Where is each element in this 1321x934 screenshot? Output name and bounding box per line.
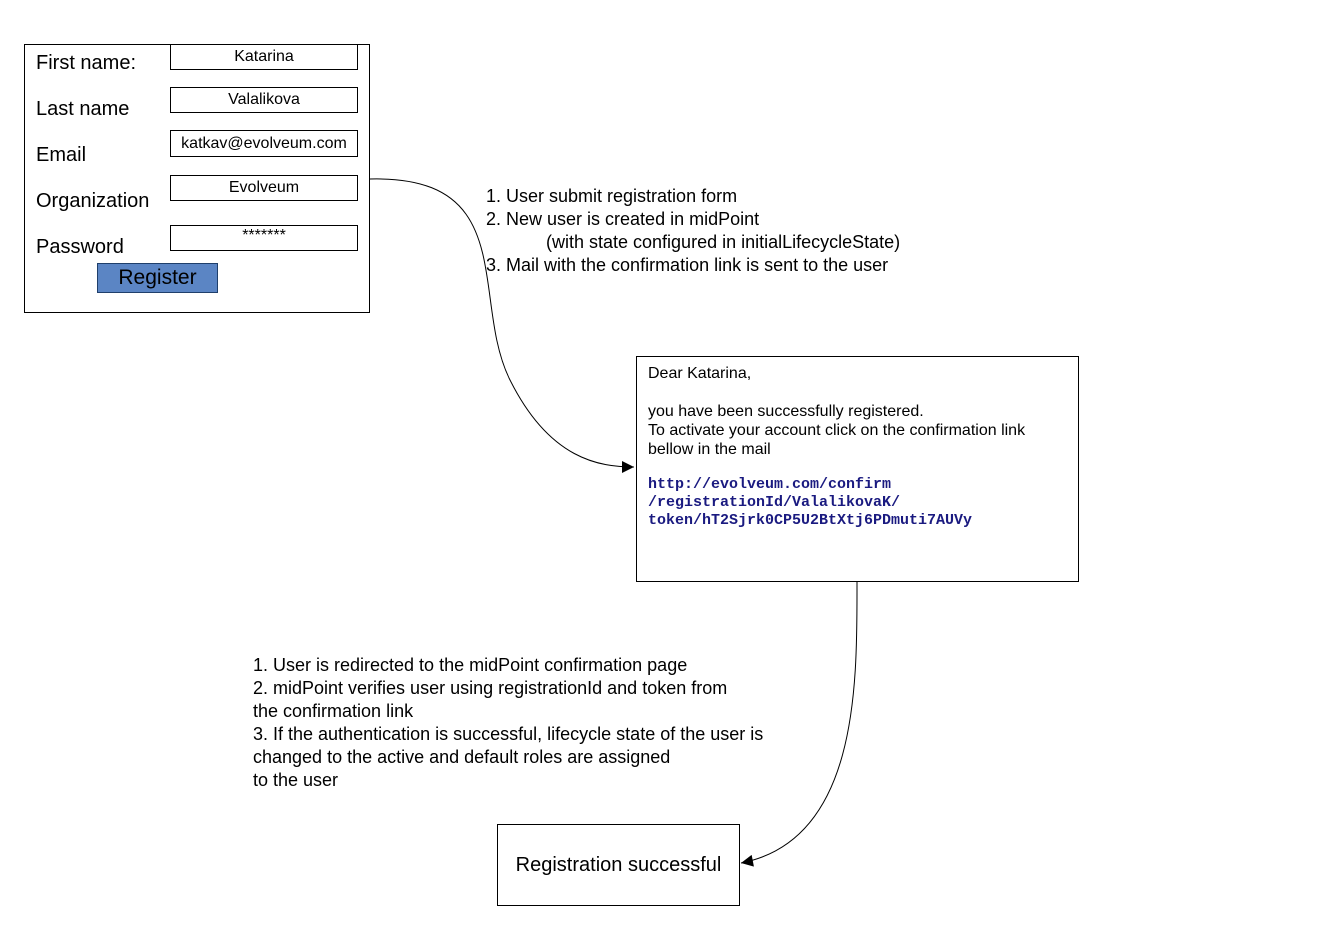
first-name-field[interactable]: Katarina: [170, 44, 358, 70]
confirmation-step-3: 3. If the authentication is successful, …: [253, 724, 764, 744]
mail-body-line-1: you have been successfully registered.: [648, 403, 924, 420]
mail-body-line-3: bellow in the mail: [648, 441, 771, 458]
mail-body: you have been successfully registered. T…: [648, 402, 1025, 459]
confirmation-step-2-cont: the confirmation link: [253, 701, 414, 721]
organization-label: Organization: [36, 190, 150, 212]
confirmation-steps: 1. User is redirected to the midPoint co…: [253, 654, 763, 792]
email-field[interactable]: katkav@evolveum.com: [170, 130, 358, 157]
confirmation-mail: [636, 356, 1079, 582]
confirmation-link[interactable]: http://evolveum.com/confirm /registratio…: [648, 476, 972, 530]
confirmation-step-3-end: to the user: [253, 770, 339, 790]
confirmation-link-line-1[interactable]: http://evolveum.com/confirm: [648, 476, 892, 493]
confirmation-step-1: 1. User is redirected to the midPoint co…: [253, 655, 688, 675]
confirmation-step-2: 2. midPoint verifies user using registra…: [253, 678, 728, 698]
organization-field[interactable]: Evolveum: [170, 175, 358, 201]
confirmation-step-3-cont: changed to the active and default roles …: [253, 747, 671, 767]
registration-step-2-detail: (with state configured in initialLifecyc…: [546, 232, 901, 252]
form-to-mail-arrow: [369, 178, 635, 473]
email-label: Email: [36, 144, 87, 166]
last-name-field[interactable]: Valalikova: [170, 87, 358, 113]
registration-result-label: Registration successful: [515, 854, 722, 876]
mail-greeting: Dear Katarina,: [648, 365, 752, 382]
registration-step-2: 2. New user is created in midPoint: [486, 209, 760, 229]
last-name-label: Last name: [36, 98, 130, 120]
registration-result-box: Registration successful: [497, 824, 740, 906]
confirmation-link-line-3[interactable]: token/hT2Sjrk0CP5U2BtXtj6PDmuti7AUVy: [648, 512, 973, 529]
confirmation-link-line-2[interactable]: /registrationId/ValalikovaK/: [648, 494, 901, 511]
registration-step-1: 1. User submit registration form: [486, 186, 738, 206]
register-button[interactable]: Register: [97, 263, 218, 293]
mail-body-line-2: To activate your account click on the co…: [648, 422, 1026, 439]
registration-steps: 1. User submit registration form 2. New …: [486, 185, 900, 277]
password-field[interactable]: *******: [170, 225, 358, 251]
mail-to-result-arrow: [740, 581, 858, 867]
registration-step-3: 3. Mail with the confirmation link is se…: [486, 255, 889, 275]
first-name-label: First name:: [36, 52, 137, 74]
password-label: Password: [36, 236, 124, 258]
